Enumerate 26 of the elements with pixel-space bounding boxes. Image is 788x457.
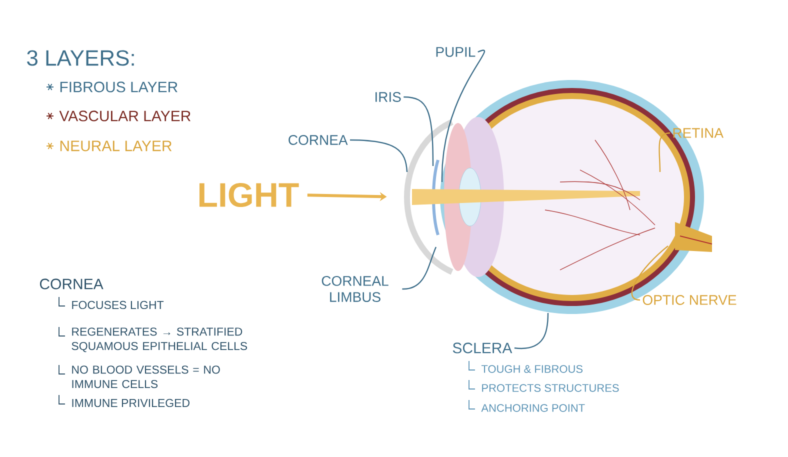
leader-line: [404, 96, 434, 166]
leader-line: [631, 246, 668, 301]
anatomy-label: RETINA: [673, 128, 724, 138]
heading: 3 LAYERS:: [27, 50, 134, 66]
leader-line: [350, 139, 408, 172]
leader-line: [402, 246, 437, 290]
note-item: TOUGH & FIBROUS: [481, 365, 583, 373]
leader-line: [441, 50, 485, 182]
note-item: PROTECTS STRUCTURES: [482, 384, 619, 392]
anatomy-label: PUPIL: [436, 47, 476, 57]
layer-item: VASCULAR LAYER: [59, 110, 190, 122]
note-item: ANCHORING POINT: [481, 404, 585, 412]
anatomy-label: CORNEA: [288, 135, 348, 145]
note-item: NO BLOOD VESSELS = NO IMMUNE CELLS: [72, 366, 220, 388]
anatomy-label: CORNEAL LIMBUS: [322, 276, 388, 302]
note-item: IMMUNE PRIVILEGED: [72, 398, 190, 408]
layer-item: NEURAL LAYER: [60, 140, 172, 152]
anatomy-label: IRIS: [376, 92, 401, 102]
note-item: REGENERATES → STRATIFIED SQUAMOUS EPITHELIAL CELLS: [72, 328, 248, 352]
note-item: FOCUSES LIGHT: [72, 300, 164, 310]
heading: CORNEA: [40, 278, 104, 290]
layer-item: FIBROUS LAYER: [60, 82, 178, 92]
anatomy-label: SCLERA: [452, 342, 512, 354]
leader-line: [514, 312, 549, 350]
light-label: LIGHT: [199, 182, 299, 208]
anatomy-label: OPTIC NERVE: [642, 295, 736, 305]
